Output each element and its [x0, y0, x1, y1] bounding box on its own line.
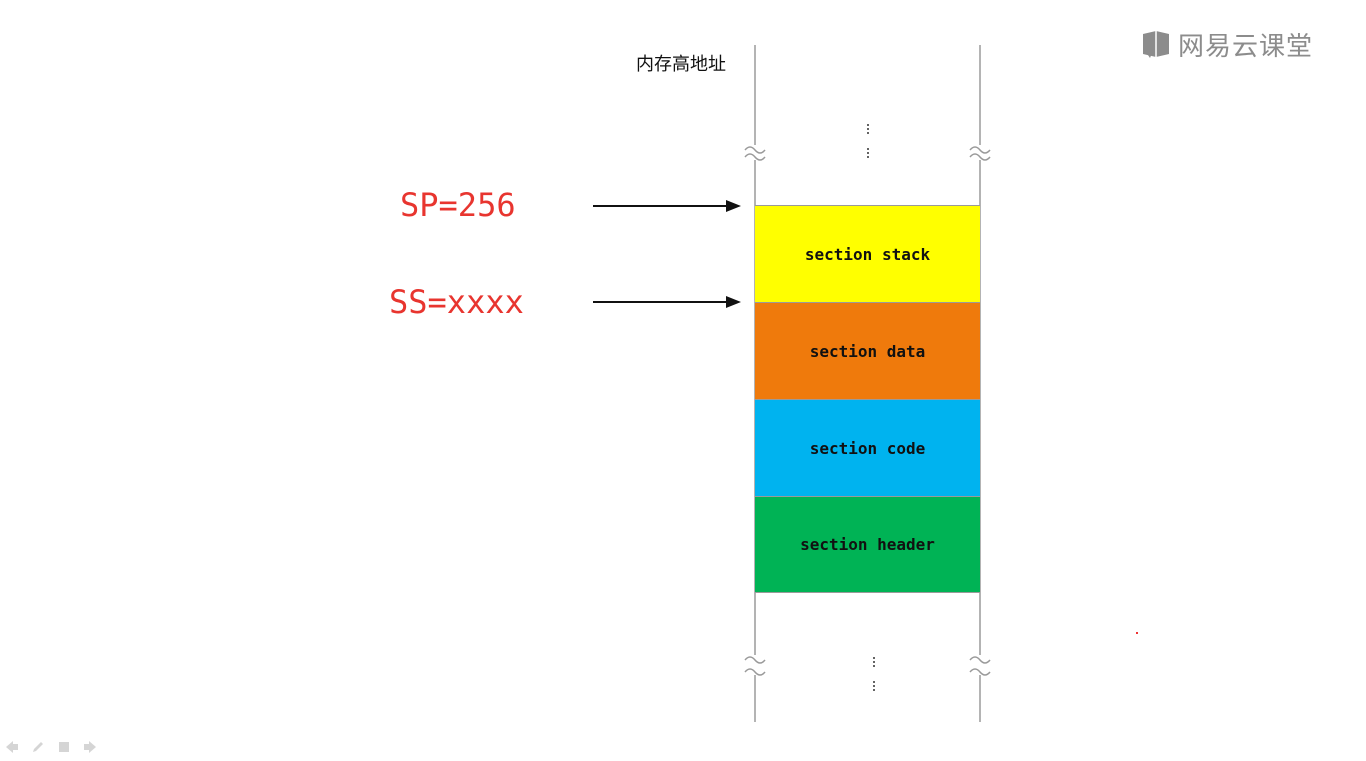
- break-mark-top-left-2: [744, 153, 766, 161]
- section-code-block: section code: [755, 399, 980, 496]
- break-mark-bottom-left-2: [744, 668, 766, 676]
- section-stack-block: section stack: [755, 205, 980, 302]
- pen-icon[interactable]: [30, 739, 46, 755]
- player-controls[interactable]: [4, 739, 98, 755]
- break-mark-top-left: [744, 146, 766, 154]
- sp-register-label: SP=256: [400, 186, 516, 224]
- ss-register-label: SS=xxxx: [389, 283, 524, 321]
- bottom-ellipsis-dots: [873, 657, 875, 691]
- logo-text: 网易云课堂: [1178, 31, 1314, 62]
- ss-arrow: [593, 296, 741, 308]
- top-ellipsis-dots: [867, 124, 869, 158]
- high-address-label: 内存高地址: [636, 54, 726, 75]
- break-mark-top-right-2: [969, 153, 991, 161]
- section-data-block: section data: [755, 302, 980, 399]
- next-arrow-icon[interactable]: [82, 739, 98, 755]
- stop-icon[interactable]: [56, 739, 72, 755]
- book-icon: [1143, 31, 1169, 58]
- pointer-dot: [1136, 632, 1138, 634]
- netease-cloud-classroom-logo: 网易云课堂: [1140, 24, 1340, 64]
- sp-arrow: [593, 200, 741, 212]
- break-mark-bottom-right: [969, 656, 991, 664]
- prev-arrow-icon[interactable]: [4, 739, 20, 755]
- section-header-block: section header: [755, 496, 980, 593]
- break-mark-top-right: [969, 146, 991, 154]
- break-mark-bottom-left: [744, 656, 766, 664]
- break-mark-bottom-right-2: [969, 668, 991, 676]
